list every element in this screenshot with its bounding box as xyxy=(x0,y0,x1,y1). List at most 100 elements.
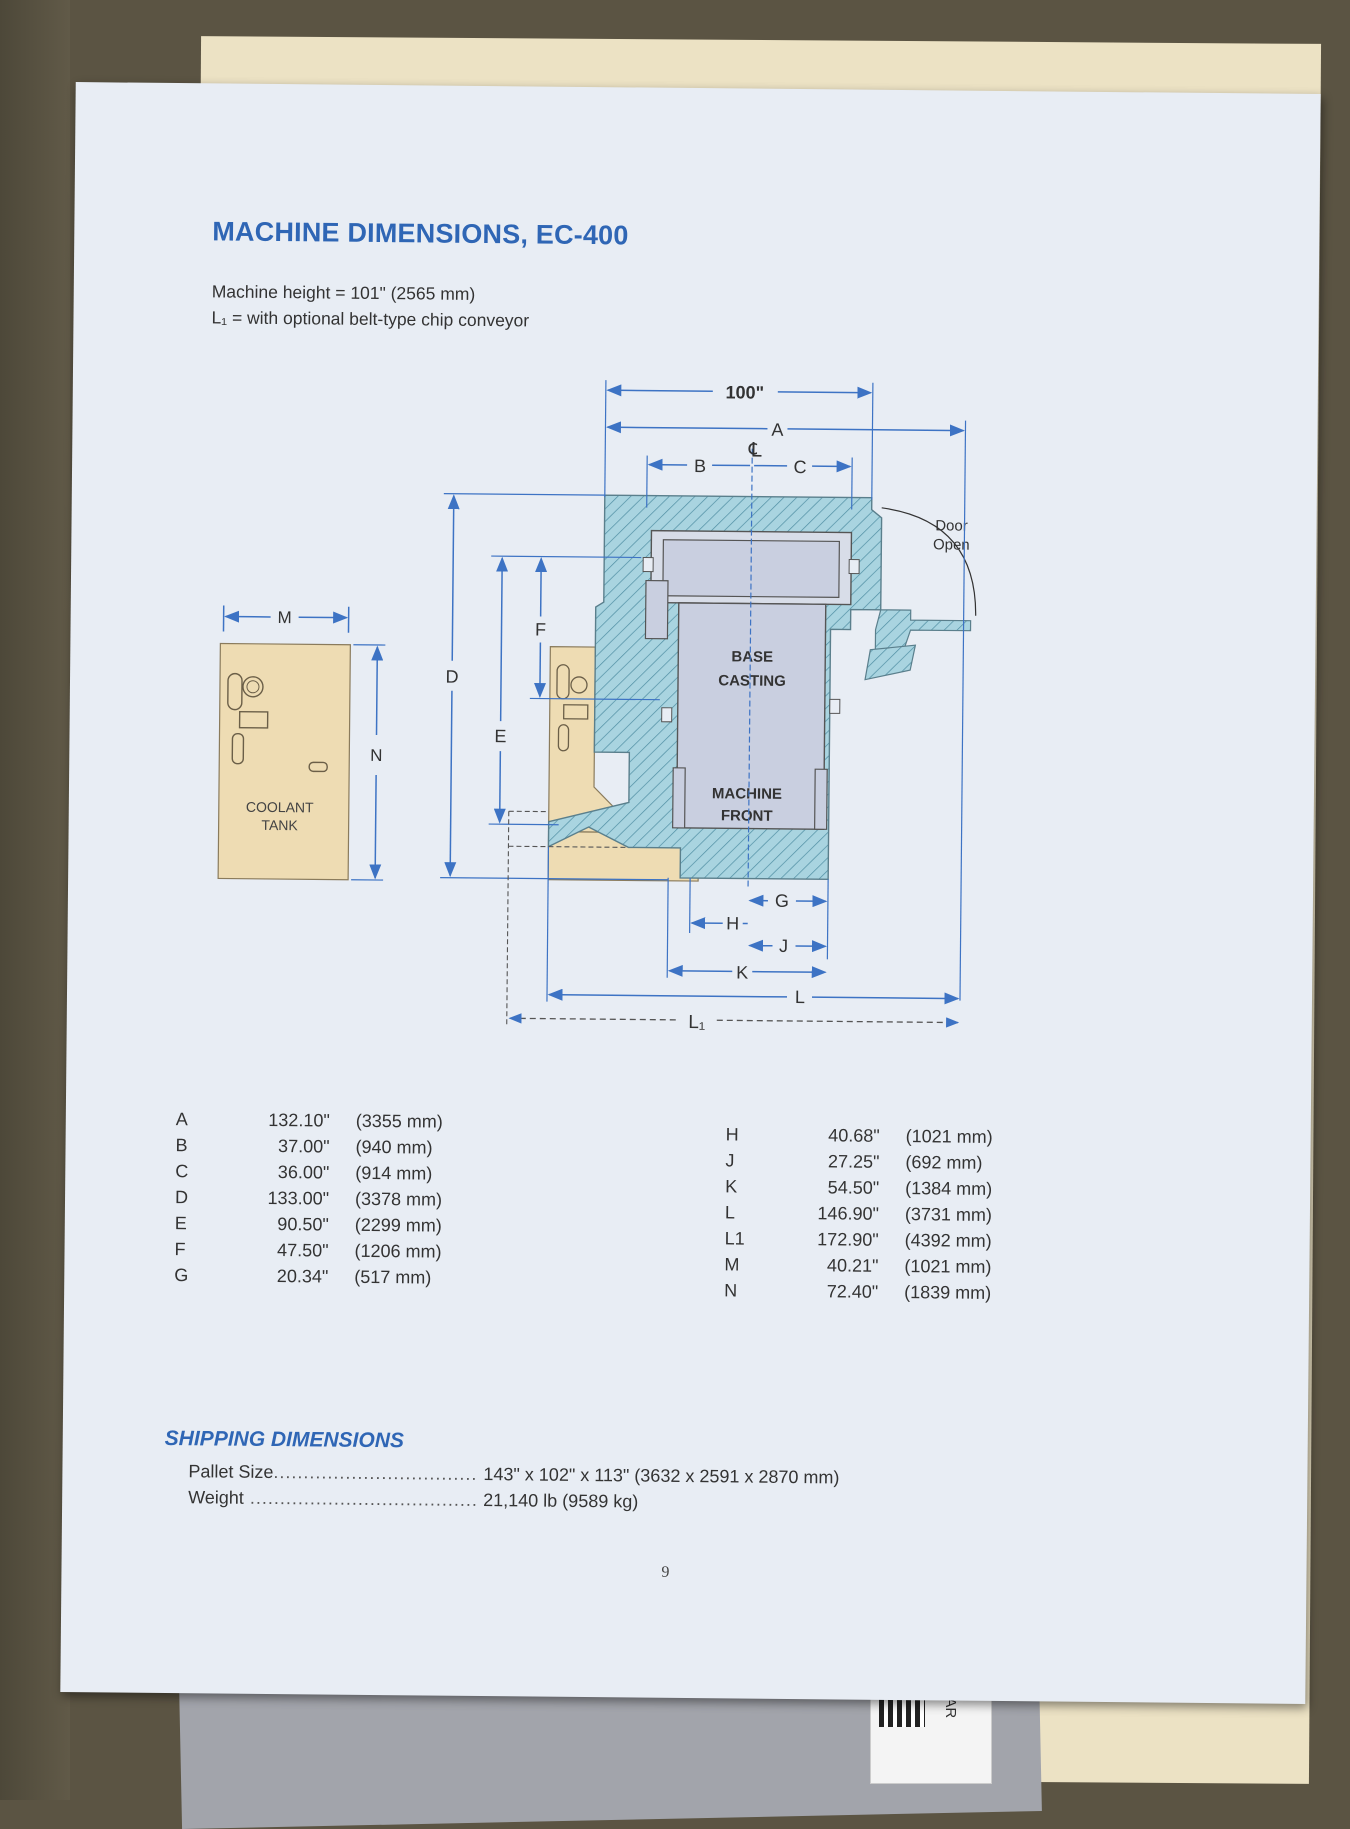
dimension-100: 100" xyxy=(605,380,873,500)
dimension-drawing: COOLANT TANK M N xyxy=(66,82,1321,1094)
label-k: K xyxy=(736,962,748,982)
pallet-size-value: 143" x 102" x 113" (3632 x 2591 x 2870 m… xyxy=(483,1464,839,1487)
dimension-inches: 37.00" xyxy=(227,1136,355,1163)
dimension-m: M xyxy=(223,606,348,633)
label-l: L xyxy=(795,987,805,1007)
label-m: M xyxy=(277,608,291,627)
dimension-mm: (1206 mm) xyxy=(354,1241,441,1268)
dimension-letter: B xyxy=(175,1135,227,1161)
dimension-h: H xyxy=(690,878,749,934)
dimension-mm: (914 mm) xyxy=(355,1163,442,1190)
weight-row: Weight .................................… xyxy=(188,1487,638,1512)
page-number: 9 xyxy=(661,1564,669,1582)
dimension-inches: 72.40" xyxy=(776,1281,904,1308)
base-casting-label-1: BASE xyxy=(731,648,773,665)
dimension-n: N xyxy=(351,645,385,880)
machine-front-label-2: FRONT xyxy=(721,807,773,824)
dimension-mm: (692 mm) xyxy=(905,1152,992,1179)
dimension-inches: 40.68" xyxy=(778,1125,906,1152)
dimension-letter: J xyxy=(725,1150,777,1176)
dimension-letter: C xyxy=(175,1161,227,1187)
dimension-inches: 172.90" xyxy=(777,1229,905,1256)
dimension-letter: E xyxy=(175,1213,227,1239)
coolant-tank-label-2: TANK xyxy=(261,817,298,833)
pallet-size-label: Pallet Size xyxy=(188,1461,273,1482)
dimension-inches: 146.90" xyxy=(777,1203,905,1230)
machine-front-label-1: MACHINE xyxy=(712,785,782,803)
dimension-inches: 132.10" xyxy=(228,1110,356,1137)
dimension-letter: F xyxy=(174,1239,226,1265)
dimension-letter: M xyxy=(724,1254,776,1280)
dimension-inches: 20.34" xyxy=(226,1266,354,1293)
centerline-symbol: ℄ xyxy=(748,440,762,462)
dimension-inches: 133.00" xyxy=(227,1188,355,1215)
dimension-mm: (3355 mm) xyxy=(356,1111,443,1138)
dimension-mm: (940 mm) xyxy=(355,1137,442,1164)
dimension-mm: (1839 mm) xyxy=(904,1282,991,1309)
machine-body: BASE CASTING MACHINE FRONT xyxy=(548,495,972,881)
label-j: J xyxy=(779,936,788,956)
dimension-letter: K xyxy=(725,1176,777,1202)
base-casting-label-2: CASTING xyxy=(718,672,786,690)
pallet-size-row: Pallet Size.............................… xyxy=(188,1461,839,1488)
label-b: B xyxy=(694,456,706,476)
door-label-1: Door xyxy=(935,517,968,534)
dimension-letter: H xyxy=(726,1124,778,1150)
dimension-mm: (3378 mm) xyxy=(355,1189,442,1216)
dimension-letter: G xyxy=(174,1265,226,1291)
label-a: A xyxy=(771,420,783,440)
label-100: 100" xyxy=(725,382,764,402)
dimension-letter: L1 xyxy=(725,1228,777,1254)
dimension-inches: 40.21" xyxy=(776,1255,904,1282)
dimension-letter: N xyxy=(724,1280,776,1306)
coolant-tank-label-1: COOLANT xyxy=(246,799,314,816)
dimension-mm: (1384 mm) xyxy=(905,1178,992,1205)
dimension-mm: (2299 mm) xyxy=(355,1215,442,1242)
weight-label: Weight xyxy=(188,1487,244,1508)
dimension-mm: (3731 mm) xyxy=(905,1204,992,1231)
dimension-mm: (4392 mm) xyxy=(905,1230,992,1257)
coolant-tank: COOLANT TANK xyxy=(218,643,350,879)
desk-surface xyxy=(0,0,70,1800)
weight-value: 21,140 lb (9589 kg) xyxy=(483,1490,638,1511)
dimension-inches: 90.50" xyxy=(227,1214,355,1241)
dimension-inches: 47.50" xyxy=(226,1240,354,1267)
label-n: N xyxy=(370,746,382,765)
dimension-mm: (1021 mm) xyxy=(904,1256,991,1283)
label-c: C xyxy=(793,457,806,477)
label-l1: L₁ xyxy=(688,1012,705,1033)
door-open-indicator: Door Open xyxy=(881,508,977,616)
dimension-letter: D xyxy=(175,1187,227,1213)
spec-sheet: MACHINE DIMENSIONS, EC-400 Machine heigh… xyxy=(60,82,1320,1704)
dimension-j: J xyxy=(749,936,825,957)
dimension-inches: 54.50" xyxy=(777,1177,905,1204)
label-f: F xyxy=(535,619,546,639)
label-e: E xyxy=(494,726,506,746)
dimension-inches: 27.25" xyxy=(777,1151,905,1178)
dimension-mm: (517 mm) xyxy=(354,1267,441,1294)
dimension-letter: A xyxy=(176,1109,228,1135)
dimension-mm: (1021 mm) xyxy=(906,1126,993,1153)
dimension-inches: 36.00" xyxy=(227,1162,355,1189)
dimension-letter: L xyxy=(725,1202,777,1228)
label-g: G xyxy=(775,891,789,911)
dimension-k: K xyxy=(667,878,826,984)
label-d: D xyxy=(445,667,458,687)
dimension-g: G xyxy=(749,879,828,960)
